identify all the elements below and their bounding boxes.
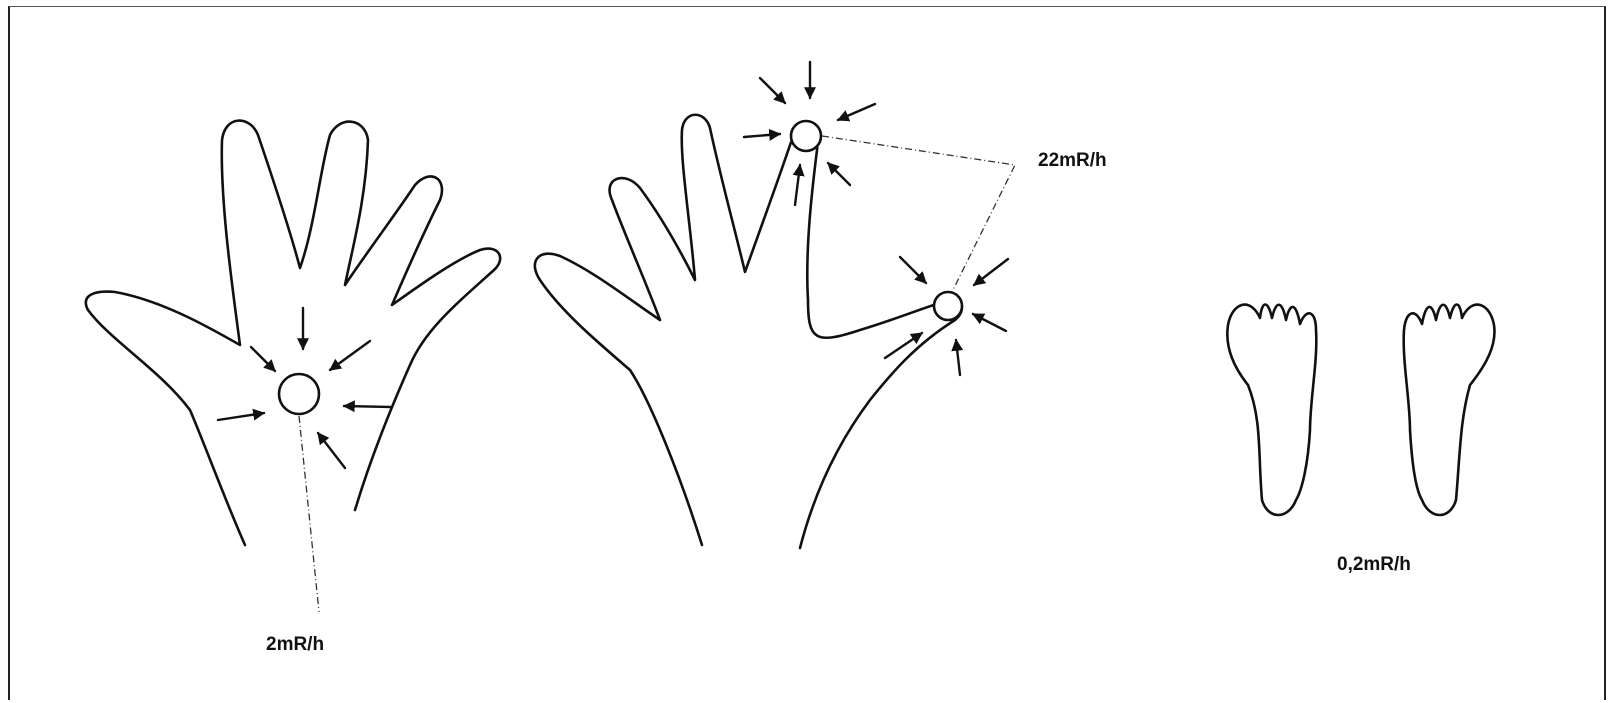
right-foot-outline xyxy=(1404,305,1495,516)
middle-hand xyxy=(535,62,1015,548)
palm-leader-line xyxy=(299,416,319,612)
palm-dose-label: 2mR/h xyxy=(266,634,324,655)
feet-dose-label: 0,2mR/h xyxy=(1337,554,1411,575)
fingertip-dose-label: 22mR/h xyxy=(1038,150,1107,171)
feet xyxy=(1227,305,1494,516)
middle-hand-outline xyxy=(535,115,962,548)
left-hand-outline xyxy=(86,121,500,545)
fingertip-contamination-spot xyxy=(791,121,821,151)
palm-contamination-spot xyxy=(279,374,319,414)
fingertip-leader-lines xyxy=(822,136,1015,292)
left-foot-outline xyxy=(1227,305,1316,516)
left-hand xyxy=(86,121,500,612)
thumb-contamination-spot xyxy=(934,292,962,320)
